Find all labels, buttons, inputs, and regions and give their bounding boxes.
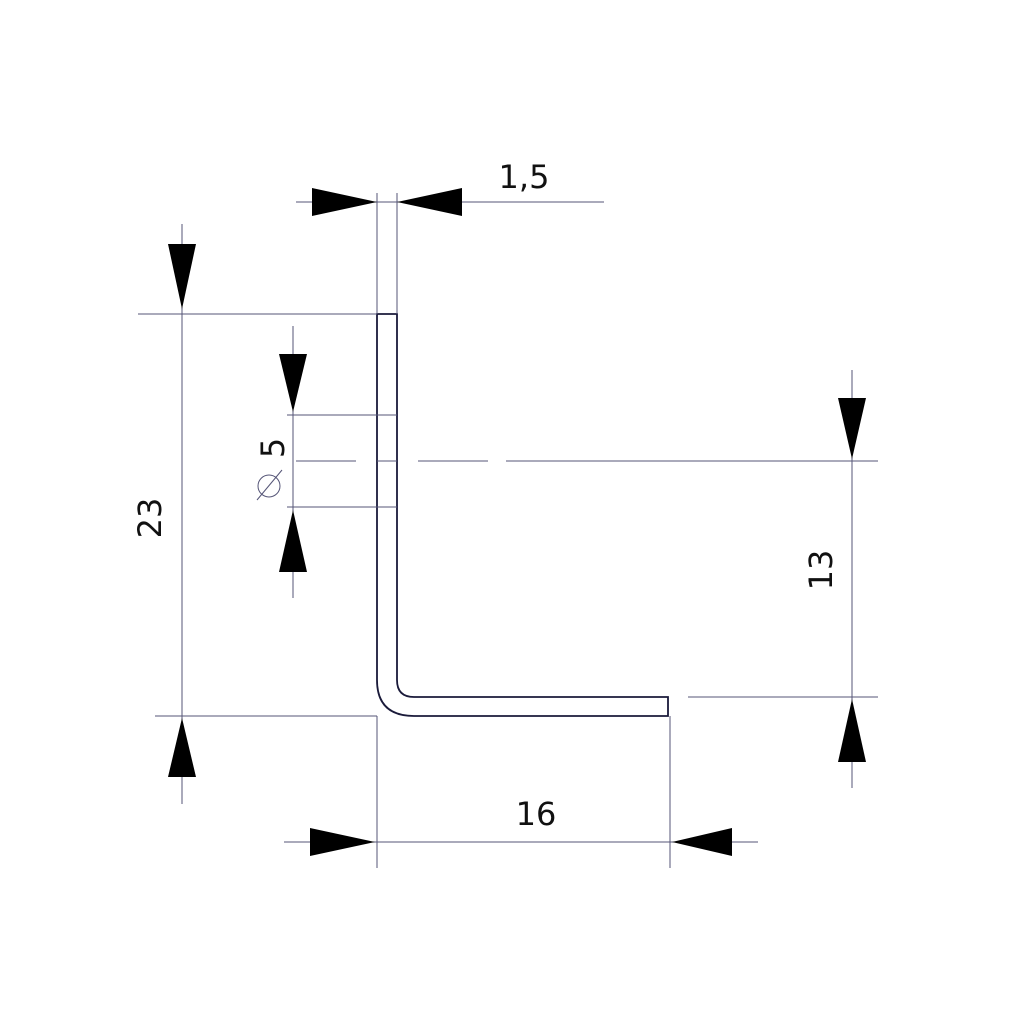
height-dimension: 23 (131, 224, 377, 804)
arrowhead (279, 354, 307, 412)
thickness-label: 1,5 (499, 158, 550, 196)
hole-offset-label: 13 (802, 550, 840, 591)
arrowhead (838, 699, 866, 762)
thickness-dimension: 1,5 (296, 158, 604, 314)
arrowhead (279, 510, 307, 572)
hole-offset-dimension: 13 (688, 370, 878, 788)
diameter-icon (256, 469, 283, 501)
arrowhead (168, 718, 196, 777)
width-dimension: 16 (284, 716, 758, 868)
arrowhead (397, 188, 462, 216)
profile-outline (376, 313, 669, 717)
angle-profile (376, 313, 669, 717)
height-label: 23 (131, 498, 169, 539)
arrowhead (168, 244, 196, 309)
hole-diameter-dimension: 5 (254, 326, 377, 598)
width-label: 16 (516, 795, 557, 833)
arrowhead (838, 398, 866, 459)
arrowhead (672, 828, 732, 856)
arrowhead (310, 828, 375, 856)
arrowhead (312, 188, 377, 216)
hole-diameter-label: 5 (254, 438, 292, 458)
